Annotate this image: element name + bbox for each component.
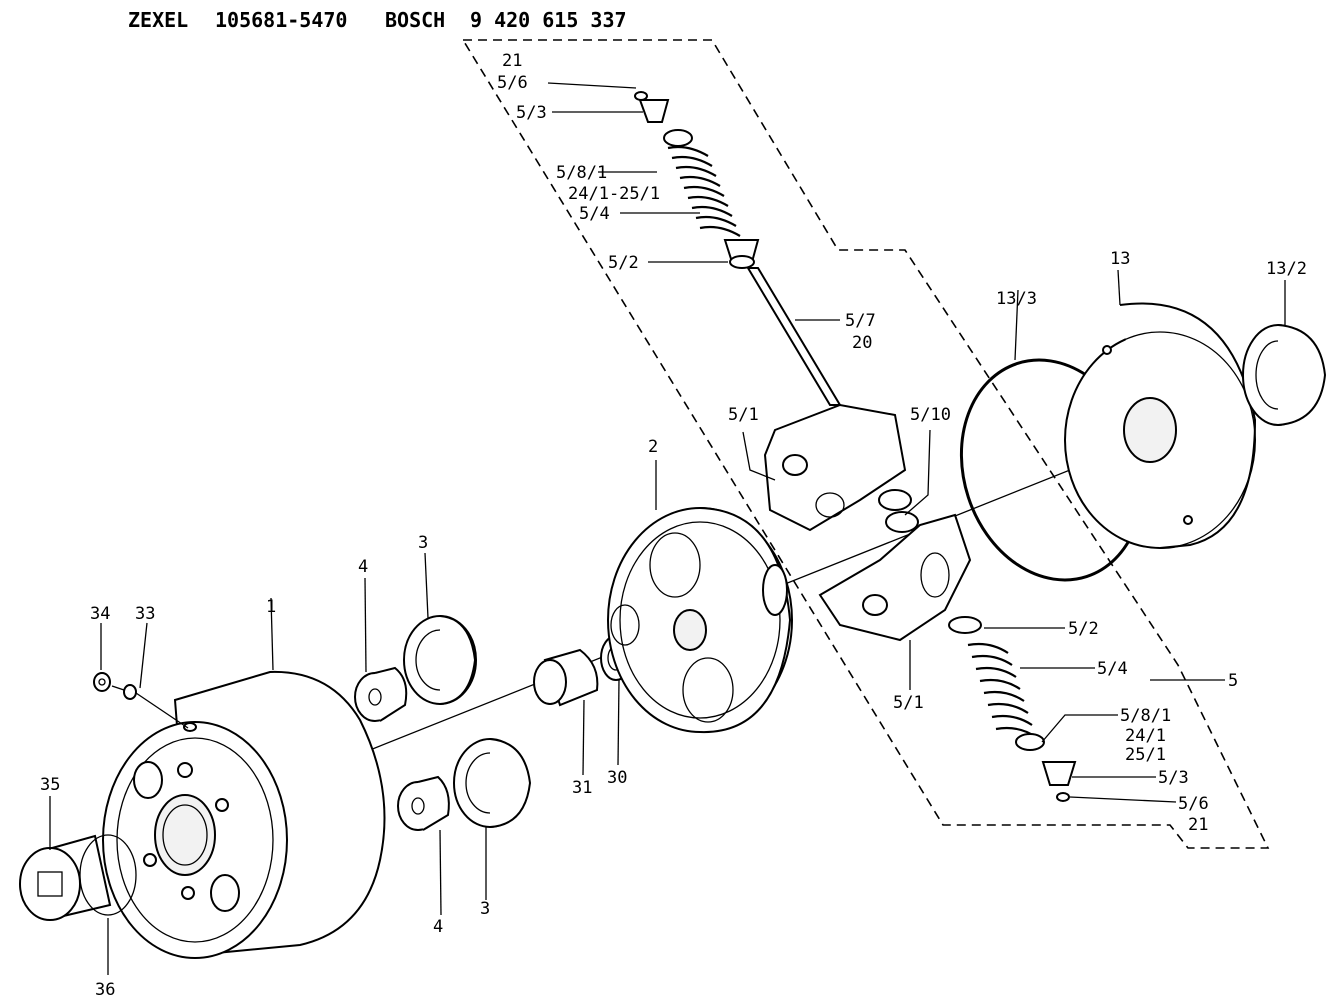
label-5-2-top: 5/2 xyxy=(608,253,639,273)
label-13: 13 xyxy=(1110,249,1130,269)
label-34: 34 xyxy=(90,604,110,624)
label-21-top: 21 xyxy=(502,51,522,71)
label-13-3: 13/3 xyxy=(996,289,1037,309)
plate-part-2 xyxy=(607,507,793,734)
cover-part-13 xyxy=(1064,302,1257,549)
label-2: 2 xyxy=(648,437,658,457)
label-5-3-bottom: 5/3 xyxy=(1158,768,1189,788)
label-21-bottom: 21 xyxy=(1188,815,1208,835)
header: ZEXEL 105681-5470 BOSCH 9 420 615 337 xyxy=(128,8,627,32)
screw-part-34 xyxy=(93,672,189,729)
label-5-2-bottom: 5/2 xyxy=(1068,619,1099,639)
label-4-top: 4 xyxy=(358,557,368,577)
label-3-top: 3 xyxy=(418,533,428,553)
block-part-5-1-upper xyxy=(763,403,919,533)
label-4-bottom: 4 xyxy=(433,917,443,937)
label-30: 30 xyxy=(607,768,627,788)
part-labels: 21 5/6 5/3 5/8/1 24/1-25/1 5/4 5/2 5/7 2… xyxy=(40,51,1307,1000)
label-1: 1 xyxy=(266,597,276,617)
label-24-1-bottom: 24/1 xyxy=(1125,726,1166,746)
valve-stack-lower xyxy=(948,616,1077,802)
nut-part-31 xyxy=(533,648,599,707)
header-brand-2: BOSCH xyxy=(385,8,445,32)
piston-part-4-lower xyxy=(397,775,450,831)
block-part-5-1-lower xyxy=(818,513,972,642)
label-5-10: 5/10 xyxy=(910,405,951,425)
label-5-6-top: 5/6 xyxy=(497,73,528,93)
header-brand-1: ZEXEL xyxy=(128,8,188,32)
label-5-4-top: 5/4 xyxy=(579,204,610,224)
label-5-3-top: 5/3 xyxy=(516,103,547,123)
housing-part-1 xyxy=(102,670,386,959)
bearing-part-13-2 xyxy=(1242,324,1327,426)
label-20: 20 xyxy=(852,333,872,353)
piston-part-4-upper xyxy=(354,666,408,722)
label-31: 31 xyxy=(572,778,592,798)
assembly-5-outline xyxy=(462,39,1270,849)
header-code-2: 9 420 615 337 xyxy=(470,8,627,32)
seal-part-3-upper xyxy=(403,615,477,705)
seal-part-3-lower xyxy=(453,738,532,828)
leader-lines xyxy=(49,82,1286,975)
label-5-6-bottom: 5/6 xyxy=(1178,794,1209,814)
label-24-1-25-1-top: 24/1-25/1 xyxy=(568,184,660,204)
valve-stack-upper xyxy=(634,91,842,406)
label-5: 5 xyxy=(1228,671,1238,691)
label-36: 36 xyxy=(95,980,115,1000)
plug-part-35 xyxy=(19,834,137,921)
label-5-7: 5/7 xyxy=(845,311,876,331)
header-code-1: 105681-5470 xyxy=(215,8,347,32)
label-5-1-bottom: 5/1 xyxy=(893,693,924,713)
label-13-2: 13/2 xyxy=(1266,259,1307,279)
label-3-bottom: 3 xyxy=(480,899,490,919)
label-5-4-bottom: 5/4 xyxy=(1097,659,1128,679)
label-35: 35 xyxy=(40,775,60,795)
label-33: 33 xyxy=(135,604,155,624)
label-5-8-1-bottom: 5/8/1 xyxy=(1120,706,1171,726)
label-5-8-1-top: 5/8/1 xyxy=(556,163,607,183)
label-5-1-top: 5/1 xyxy=(728,405,759,425)
label-25-1-bottom: 25/1 xyxy=(1125,745,1166,765)
